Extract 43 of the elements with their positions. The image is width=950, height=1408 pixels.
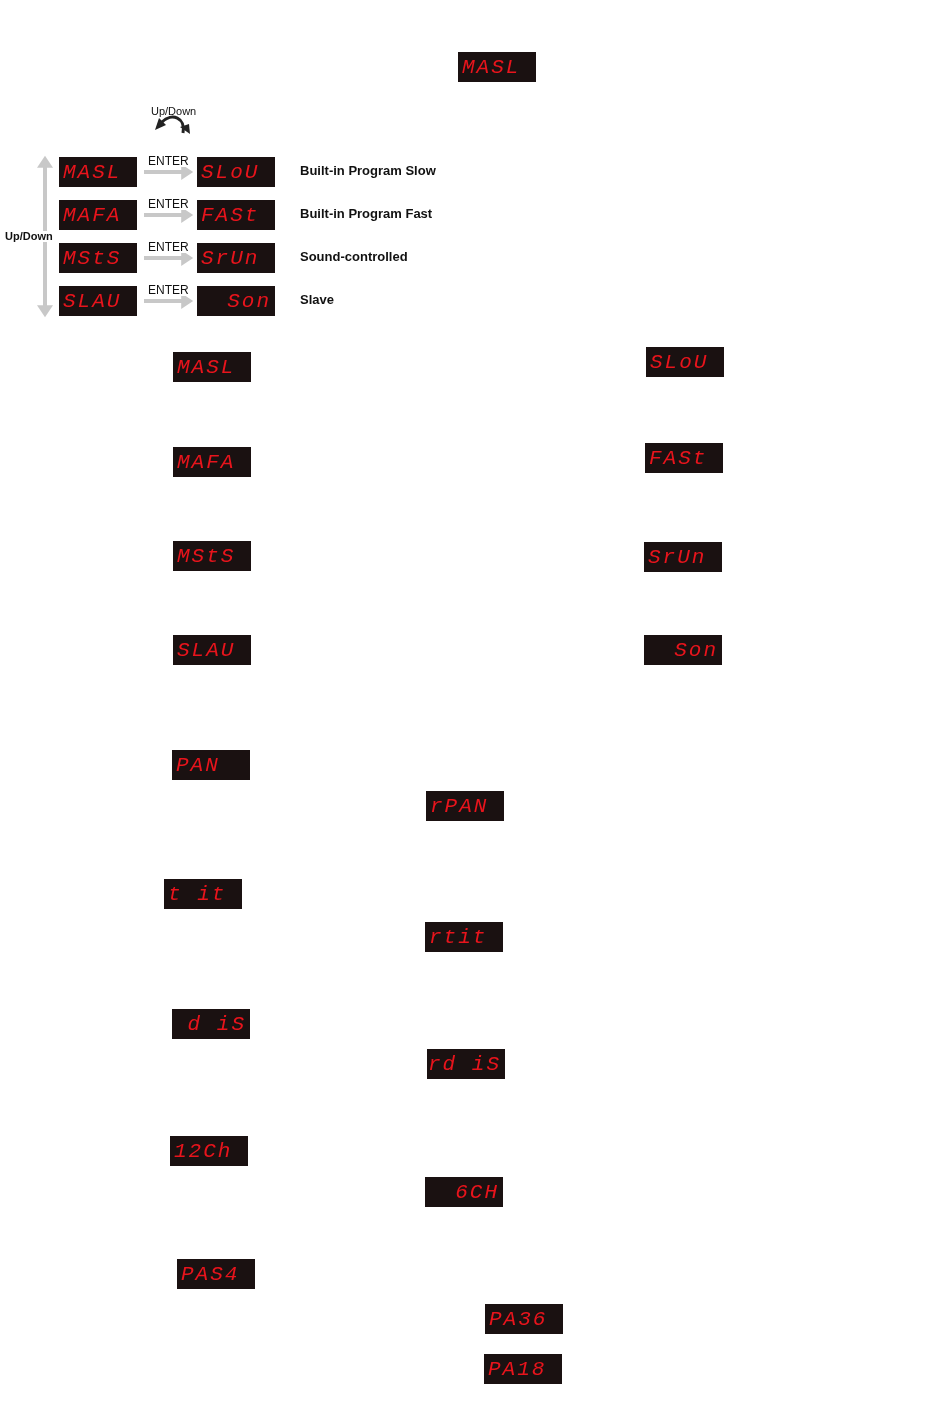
led-display: 6CH (425, 1177, 503, 1207)
led-display: SLAU (59, 286, 137, 316)
led-display: MAFA (59, 200, 137, 230)
led-display: SLoU (646, 347, 724, 377)
led-display: MAFA (173, 447, 251, 477)
mode-description: Slave (300, 292, 334, 307)
led-display: SrUn (644, 542, 722, 572)
arrow (144, 164, 194, 180)
button-label: Up/Down (151, 105, 197, 117)
led-display: rtit (425, 922, 503, 952)
led-display: rPAN (426, 791, 504, 821)
edge-label: Up/Down (5, 230, 53, 242)
led-display: FASt (645, 443, 723, 473)
edge-label: ENTER (148, 198, 189, 210)
edge-label: ENTER (148, 284, 189, 296)
led-display: Son (644, 635, 722, 665)
led-display: PA36 (485, 1304, 563, 1334)
led-display: PAN (172, 750, 250, 780)
led-display: rd iS (427, 1049, 505, 1079)
led-display: SLoU (197, 157, 275, 187)
led-display: t it (164, 879, 242, 909)
mode-description: Sound-controlled (300, 249, 408, 264)
led-display: MStS (173, 541, 251, 571)
led-display: MASL (458, 52, 536, 82)
led-display: MStS (59, 243, 137, 273)
arrow (144, 207, 194, 223)
led-display: SLAU (173, 635, 251, 665)
led-display: MASL (173, 352, 251, 382)
led-display: PAS4 (177, 1259, 255, 1289)
edge-label: ENTER (148, 241, 189, 253)
mode-description: Built-in Program Slow (300, 163, 436, 178)
led-display: d iS (172, 1009, 250, 1039)
led-display: MASL (59, 157, 137, 187)
led-display: 12Ch (170, 1136, 248, 1166)
led-display: FASt (197, 200, 275, 230)
mode-description: Built-in Program Fast (300, 206, 433, 221)
arrow (37, 155, 53, 318)
arrow (144, 250, 194, 266)
arrow (144, 293, 194, 309)
led-display: SrUn (197, 243, 275, 273)
led-display: PA18 (484, 1354, 562, 1384)
led-display: Son (197, 286, 275, 316)
edge-label: ENTER (148, 155, 189, 167)
